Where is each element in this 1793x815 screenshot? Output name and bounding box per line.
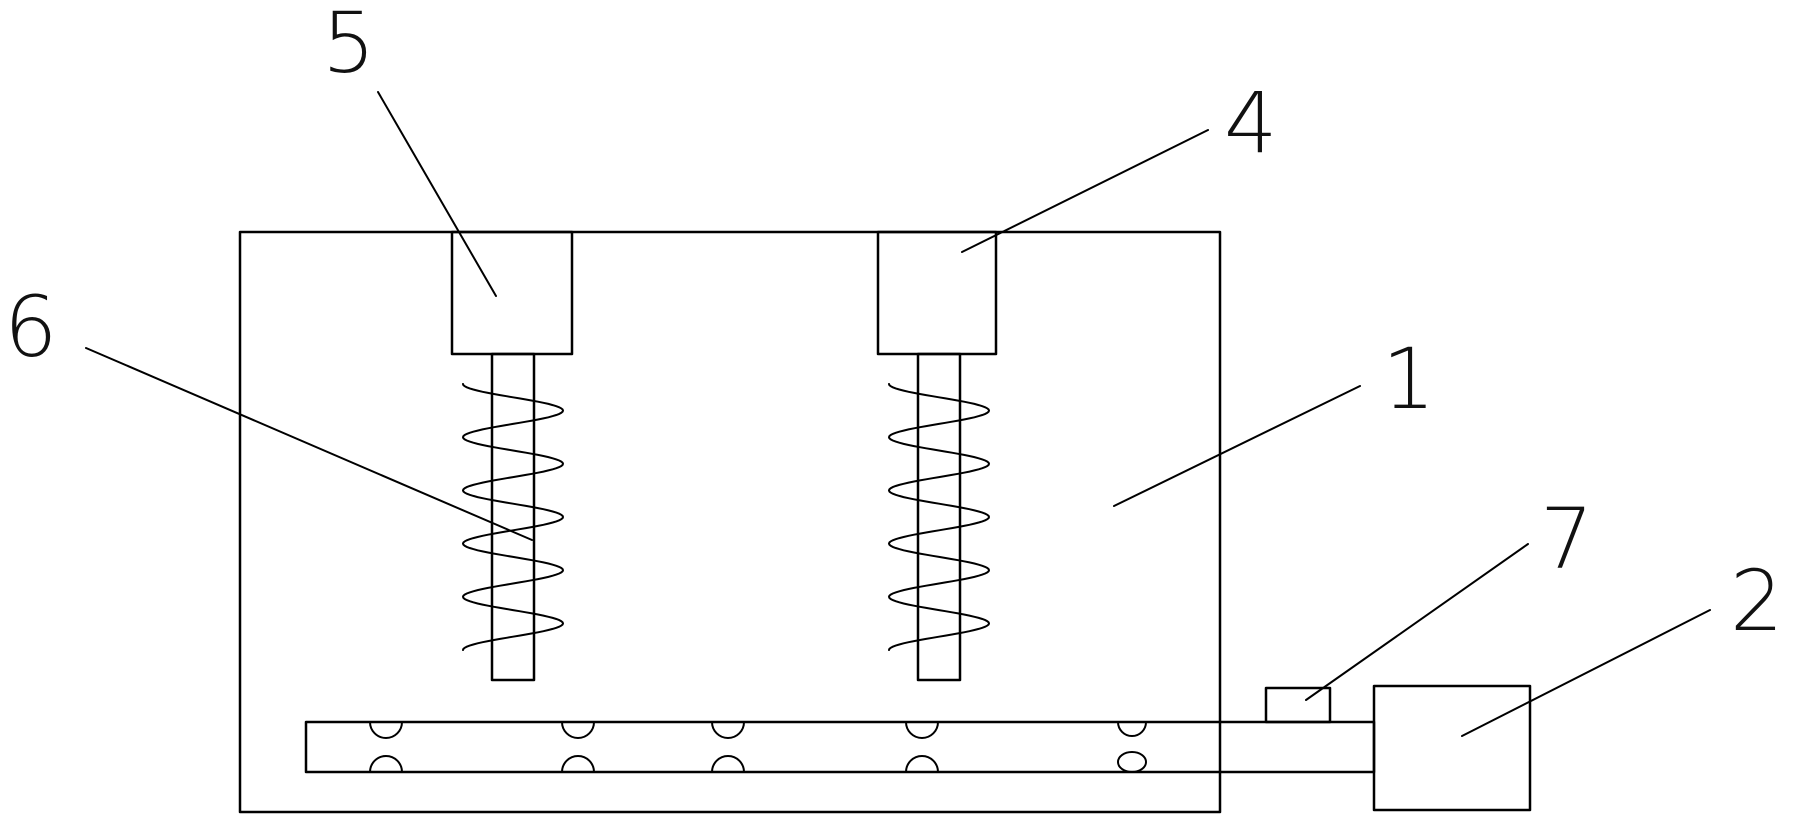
label-6: 6: [4, 278, 57, 376]
drive-unit-right: [876, 230, 998, 356]
pipe-hole: [1117, 751, 1147, 773]
motor-box: [1372, 684, 1532, 812]
leader-line-6: [85, 347, 533, 541]
pipe-hole: [561, 721, 595, 739]
pipe-hole: [905, 721, 939, 739]
leader-line-2: [1461, 609, 1711, 737]
helical-blade-left: [461, 383, 565, 651]
label-7: 7: [1540, 490, 1593, 588]
pipe-hole: [711, 755, 745, 773]
leader-lines: [85, 91, 1711, 737]
label-5: 5: [322, 0, 375, 92]
pipe-hole: [905, 755, 939, 773]
nozzle-box: [1264, 686, 1332, 724]
shaft-right: [916, 352, 962, 682]
leader-line-4: [961, 129, 1209, 253]
label-4: 4: [1224, 74, 1277, 172]
pipe-holes: [369, 721, 1147, 773]
leader-line-5: [377, 91, 497, 297]
helical-blade-right: [887, 383, 991, 651]
leader-line-7: [1305, 543, 1529, 701]
pipe-hole: [369, 755, 403, 773]
label-2: 2: [1730, 552, 1783, 650]
pipe-hole: [711, 721, 745, 739]
conveyor-pipe: [304, 720, 1376, 774]
label-1: 1: [1382, 330, 1435, 428]
pipe-hole: [561, 755, 595, 773]
leader-line-1: [1113, 385, 1361, 507]
pipe-hole: [369, 721, 403, 739]
pipe-hole: [1117, 721, 1147, 737]
shaft-left: [490, 352, 536, 682]
housing-box: [238, 230, 1222, 814]
